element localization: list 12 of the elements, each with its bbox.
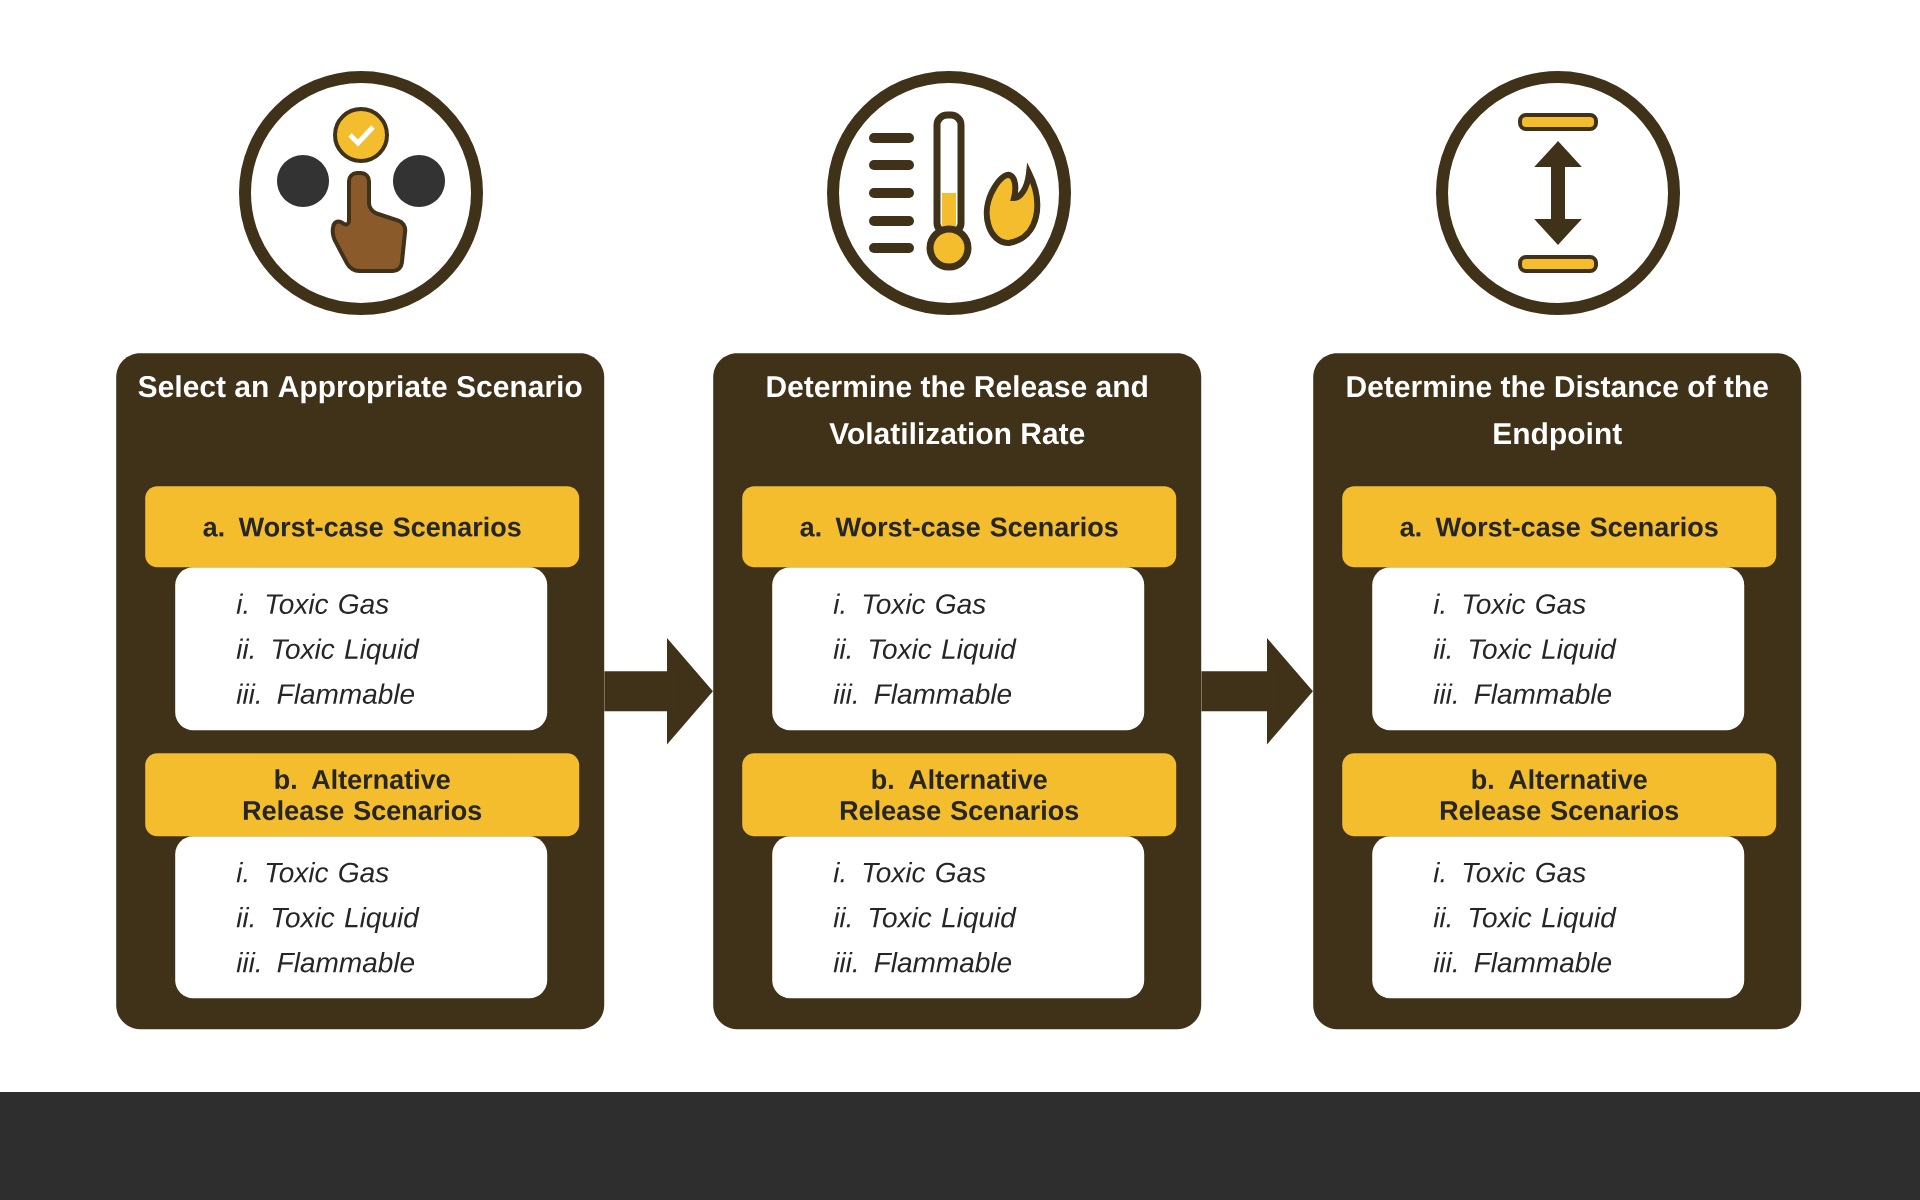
- category-header: a. Worst-case Scenarios: [145, 486, 580, 568]
- category-header: a. Worst-case Scenarios: [1342, 486, 1777, 568]
- item-list: i. Toxic Gas ii. Toxic Liquid iii. Flammable: [772, 567, 1145, 731]
- category-header: b. Alternative Release Scenarios: [1342, 753, 1777, 837]
- item-list: i. Toxic Gas ii. Toxic Liquid iii. Flammable: [1372, 836, 1745, 999]
- item-list: i. Toxic Gas ii. Toxic Liquid iii. Flammable: [175, 567, 548, 731]
- category-header: b. Alternative Release Scenarios: [742, 753, 1177, 837]
- item-list: i. Toxic Gas ii. Toxic Liquid iii. Flammable: [772, 836, 1145, 999]
- category-header: a. Worst-case Scenarios: [742, 486, 1177, 568]
- item-list: i. Toxic Gas ii. Toxic Liquid iii. Flammable: [175, 836, 548, 999]
- category-header: b. Alternative Release Scenarios: [145, 753, 580, 837]
- item-list: i. Toxic Gas ii. Toxic Liquid iii. Flammable: [1372, 567, 1745, 731]
